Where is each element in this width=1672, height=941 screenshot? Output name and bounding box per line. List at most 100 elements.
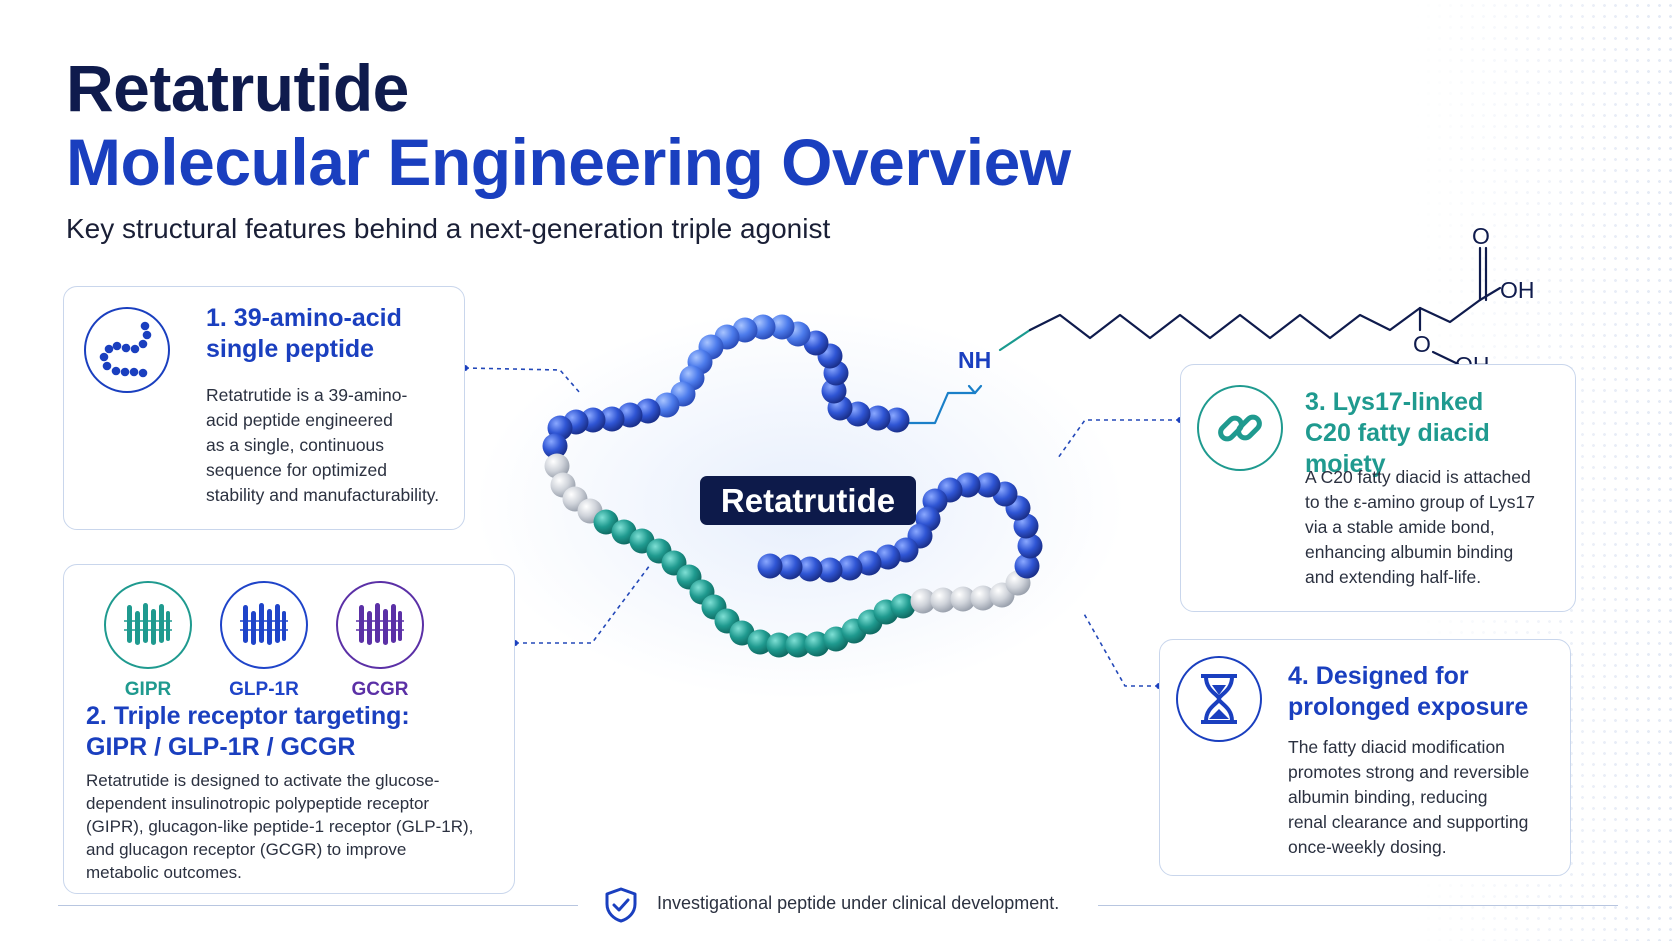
peptide-chain-icon [99,321,152,378]
glp1r-receptor-icon [240,603,288,645]
peptide-beads [542,314,1043,658]
card-4-line-5: once-weekly dosing. [1288,837,1447,857]
card-1-line-5: stability and manufacturability. [206,485,440,505]
footer-divider-left [58,905,578,906]
peptide-bead [856,550,882,576]
glp1r-label: GLP-1R [229,679,299,700]
chain-link-icon-circle [1197,385,1283,471]
card-receptor-targeting: GIPR GLP-1R [63,564,515,894]
hydroxyl-bond-top [1478,286,1502,302]
gcgr-receptor-icon [356,603,404,645]
peptide-bead [654,392,680,418]
footer: Investigational peptide under clinical d… [0,887,1672,923]
gipr-receptor-icon [124,603,172,645]
peptide-bead [890,593,916,619]
peptide-bead [804,631,830,657]
card-3-line-3: via a stable amide bond, [1305,517,1495,537]
peptide-bead [975,472,1001,498]
card-1-line-3: as a single, continuous [206,435,385,455]
card-2-title-line1: 2. Triple receptor targeting: [86,702,410,730]
glp1r-icon-circle [220,581,308,669]
card-prolonged-exposure: 4. Designed for prolonged exposure The f… [1159,639,1571,876]
card-2-line-3: (GIPR), glucagon-like peptide-1 receptor… [86,817,474,836]
card-3-body: A C20 fatty diacid is attached to the ε-… [1305,465,1535,590]
page-subtitle: Key structural features behind a next-ge… [66,213,831,244]
peptide-bead [769,314,795,340]
shield-check-icon [605,887,637,923]
card-2-title-line2: GIPR / GLP-1R / GCGR [86,733,356,761]
chain-link-icon [1218,414,1262,442]
hydrocarbon-chain [1028,298,1482,340]
peptide-bead [875,544,901,570]
card-3-line-5: and extending half-life. [1305,567,1482,587]
card-1-body: Retatrutide is a 39-amino- acid peptide … [206,383,439,508]
peptide-bead [785,632,811,658]
card-1-line-2: acid peptide engineered [206,410,393,430]
peptide-icon-circle [84,307,170,393]
peptide-bead [884,407,910,433]
peptide-bead [797,556,823,582]
peptide-bead [837,555,863,581]
card-2-body: Retatrutide is designed to activate the … [86,769,473,884]
peptide-bead [865,405,891,431]
center-label: Retatrutide [700,476,916,525]
linker-bond [898,391,977,425]
footer-note: Investigational peptide under clinical d… [657,893,1060,913]
connector-card-4 [1082,611,1159,687]
card-4-line-2: promotes strong and reversible [1288,762,1530,782]
gipr-label: GIPR [124,679,172,700]
connector-card-1 [464,367,581,394]
card-fatty-diacid: 3. Lys17-linked C20 fatty diacid moiety … [1180,364,1576,612]
footer-divider-right [1098,905,1618,906]
hourglass-icon [1201,674,1237,724]
peptide-bead [1017,533,1043,559]
receptor-glp1r: GLP-1R [218,581,310,701]
card-3-line-1: A C20 fatty diacid is attached [1305,467,1531,487]
card-4-line-4: renal clearance and supporting [1288,812,1529,832]
card-1-title-line2: single peptide [206,335,375,363]
receptor-gipr: GIPR [102,581,194,701]
card-3-line-2: to the ε-amino group of Lys17 [1305,492,1535,512]
peptide-bead [757,553,783,579]
card-4-body: The fatty diacid modification promotes s… [1288,735,1529,860]
peptide-bead [950,586,976,612]
peptide-bead [930,587,956,613]
oh-top-label: OH [1500,277,1535,303]
fatty-diacid-chain [898,246,1502,425]
card-4-title-line2: prolonged exposure [1288,693,1529,721]
card-1-line-1: Retatrutide is a 39-amino- [206,385,408,405]
peptide-bead [599,406,625,432]
card-4-line-3: albumin binding, reducing [1288,787,1488,807]
o-top-label: O [1472,223,1490,249]
page-title-secondary: Molecular Engineering Overview [66,125,1071,199]
card-3-title-line2: C20 fatty diacid moiety [1305,419,1490,478]
card-3-line-4: enhancing albumin binding [1305,542,1514,562]
receptor-gcgr: GCGR [334,581,426,701]
linker-arrow [967,384,983,395]
page-title: Retatrutide [66,51,409,125]
card-2-line-4: and glucagon receptor (GCGR) to improve [86,840,407,859]
peptide-bead [542,433,568,459]
peptide-bead [1014,553,1040,579]
peptide-bead [910,588,936,614]
peptide-bead [817,557,843,583]
gcgr-label: GCGR [351,679,409,700]
peptide-bead [544,453,570,479]
card-4-line-1: The fatty diacid modification [1288,737,1505,757]
card-2-line-2: dependent insulinotropic polypeptide rec… [86,794,430,813]
hydroxyl-bond-bottom [1431,350,1460,366]
card-1-title-line1: 1. 39-amino-acid [206,304,402,332]
gcgr-icon-circle [336,581,424,669]
card-2-line-5: metabolic outcomes. [86,863,242,882]
card-4-title-line1: 4. Designed for [1288,662,1469,690]
nh-label: NH [958,347,991,373]
card-1-line-4: sequence for optimized [206,460,387,480]
connector-card-2 [515,564,651,644]
hourglass-icon-circle [1176,656,1262,742]
connector-lines [464,367,1180,687]
card-2-line-1: Retatrutide is designed to activate the … [86,771,440,790]
card-3-title-line1: 3. Lys17-linked [1305,388,1484,416]
peptide-bead [970,585,996,611]
o-bottom-label: O [1413,331,1431,357]
peptide-bead [766,632,792,658]
